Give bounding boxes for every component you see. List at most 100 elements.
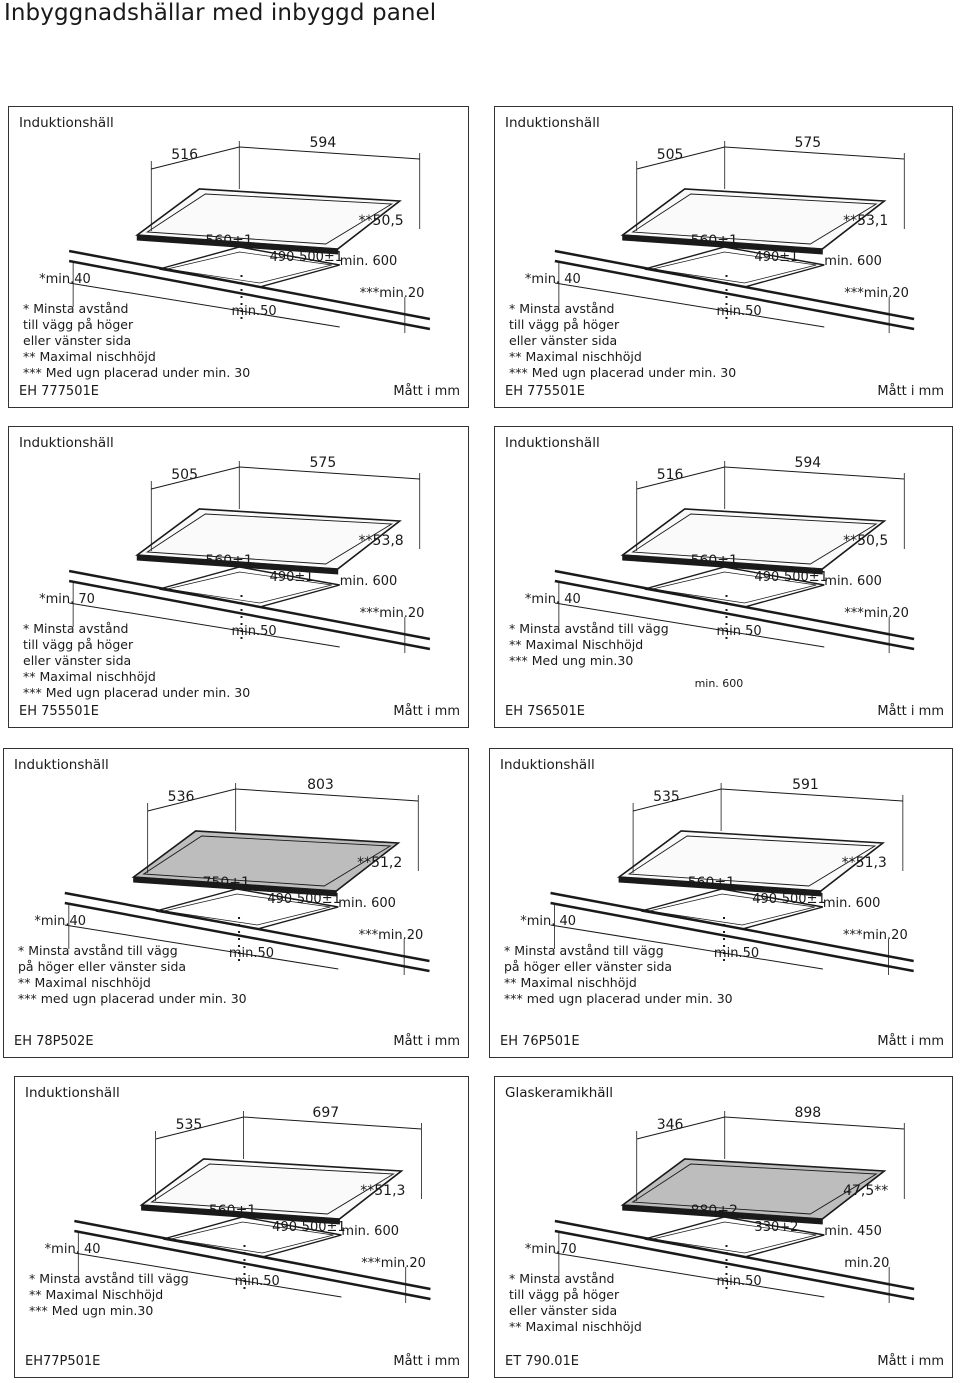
- footnote-line: * Minsta avstånd till vägg: [29, 1271, 189, 1286]
- side-clearance: *min.70: [525, 1242, 577, 1257]
- footnote-line: * Minsta avstånd till vägg: [18, 943, 178, 958]
- back-clearance: min. 600: [823, 896, 881, 911]
- unit-label: Mått i mm: [393, 1354, 460, 1369]
- footnote-line: *** Med ung min.30: [509, 653, 634, 668]
- back-clearance: min. 600: [824, 574, 882, 589]
- depth-dimension: 516: [657, 467, 684, 483]
- footnote-line: på höger eller vänster sida: [18, 959, 187, 974]
- hob-edge: [141, 1204, 340, 1225]
- front-clearance: min.50: [714, 946, 759, 961]
- cutout-depth-dimension: 560±1: [688, 875, 735, 891]
- width-dimension: 594: [310, 135, 337, 151]
- footnote-line: till vägg på höger: [23, 637, 134, 652]
- depth-dimension: 535: [653, 789, 680, 805]
- hob-edge: [622, 554, 823, 575]
- front-clearance: min.50: [717, 1274, 762, 1289]
- footnote-line: på höger eller vänster sida: [504, 959, 673, 974]
- footnote-line: * Minsta avstånd till vägg: [504, 943, 664, 958]
- side-clearance: *min. 70: [39, 592, 95, 607]
- footnote-line: *** med ugn placerad under min. 30: [18, 991, 247, 1006]
- height-dimension: 47,5**: [843, 1183, 888, 1199]
- width-dimension: 898: [794, 1105, 821, 1121]
- back-clearance: min. 600: [340, 574, 398, 589]
- width-dimension: 594: [794, 455, 821, 471]
- unit-label: Mått i mm: [877, 1034, 944, 1049]
- unit-label: Mått i mm: [393, 704, 460, 719]
- panel-4: Induktionshäll EH 7S6501E Mått i mm 516 594 *…: [494, 426, 953, 728]
- niche-height: min. 600: [695, 677, 744, 690]
- cutout-outline: [644, 246, 825, 288]
- back-clearance: min. 600: [340, 254, 398, 269]
- footnote-line: eller vänster sida: [509, 333, 618, 348]
- back-clearance: min. 450: [824, 1224, 882, 1239]
- cutout-depth-dimension: 880+2: [691, 1203, 738, 1219]
- model-number: EH77P501E: [25, 1354, 101, 1369]
- side-clearance: *min. 40: [525, 592, 581, 607]
- side-clearance: *min. 40: [525, 272, 581, 287]
- footnote-line: ** Maximal Nischhöjd: [29, 1287, 164, 1302]
- width-dimension: 591: [792, 777, 819, 793]
- worktop-cutout: 880+2 330+2 min. 450 *min.70 min.50 min.20: [525, 1203, 915, 1303]
- unit-label: Mått i mm: [877, 1354, 944, 1369]
- footnote-line: * Minsta avstånd: [23, 621, 129, 636]
- cutout-inner: [649, 893, 815, 926]
- footnote-line: ** Maximal Nischhöjd: [509, 637, 644, 652]
- width-dimension: 803: [307, 777, 334, 793]
- rear-clearance: ***min.20: [360, 606, 425, 621]
- depth-dimension: 536: [168, 789, 195, 805]
- back-clearance: min. 600: [338, 896, 396, 911]
- hob-inner-edge: [631, 1163, 878, 1215]
- footnotes: * Minsta avstånd till vägg** Maximal Nis…: [29, 1271, 189, 1319]
- panel-title: Induktionshäll: [25, 1085, 120, 1101]
- cutout-width-dimension: 490-500±1: [754, 570, 827, 585]
- height-dimension: **51,3: [360, 1183, 405, 1199]
- rear-clearance: min.20: [844, 1256, 889, 1271]
- cutout-width-dimension: 490-500±1: [752, 892, 825, 907]
- model-number: EH 775501E: [505, 384, 585, 399]
- footnote-line: ** Maximal nischhöjd: [23, 669, 156, 684]
- hob-inner-edge: [631, 513, 878, 565]
- hob-edge: [136, 554, 339, 575]
- cutout-width-dimension: 330+2: [754, 1220, 798, 1235]
- model-number: EH 777501E: [19, 384, 99, 399]
- hob-edge: [136, 234, 339, 255]
- panel-title: Induktionshäll: [505, 435, 600, 451]
- footnote-line: *** Med ugn placerad under min. 30: [23, 365, 251, 380]
- cutout-inner: [167, 571, 332, 604]
- panel-title: Induktionshäll: [505, 115, 600, 131]
- height-dimension: **53,8: [359, 533, 404, 549]
- rear-clearance: ***min.20: [360, 286, 425, 301]
- cutout-inner: [652, 251, 817, 284]
- back-clearance: min. 600: [824, 254, 882, 269]
- footnote-line: ** Maximal nischhöjd: [23, 349, 156, 364]
- cutout-outline: [155, 888, 339, 930]
- back-clearance: min. 600: [341, 1224, 399, 1239]
- hob-edge: [618, 876, 822, 897]
- hob-inner-edge: [631, 193, 878, 245]
- unit-label: Mått i mm: [877, 704, 944, 719]
- footnote-line: eller vänster sida: [509, 1303, 618, 1318]
- model-number: EH 755501E: [19, 704, 99, 719]
- cutout-outline: [641, 888, 824, 930]
- model-number: EH 7S6501E: [505, 704, 585, 719]
